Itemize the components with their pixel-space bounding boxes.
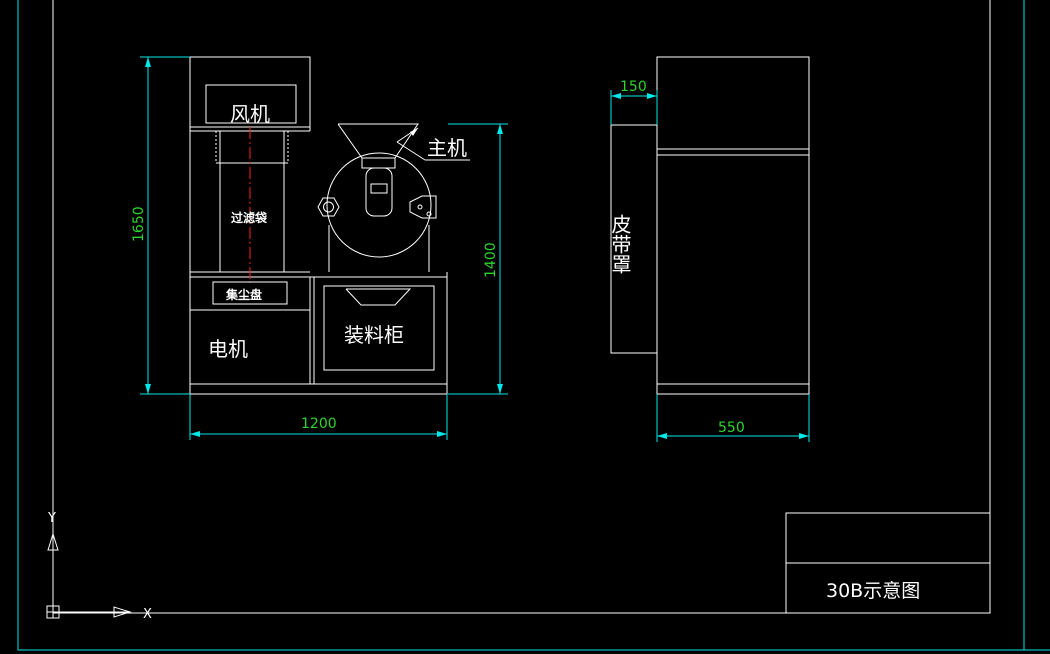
ucs-y-label: Y [47, 511, 56, 526]
ucs-x-label: X [143, 607, 152, 622]
dim-height-total: 1650 [131, 206, 147, 242]
fan-box [205, 84, 297, 124]
front-view [189, 56, 470, 395]
ucs-icon [46, 530, 132, 619]
main-machine-label: 主机 [427, 136, 467, 160]
title-block [785, 512, 991, 614]
belt-cover-box [610, 124, 658, 354]
side-dimensions [610, 90, 810, 442]
dim-width-side: 550 [718, 420, 745, 436]
fan-label: 风机 [230, 102, 270, 126]
side-view [610, 56, 810, 395]
grinder-body [326, 152, 432, 258]
drawing-frame [17, 0, 1050, 651]
dim-width-front: 1200 [301, 416, 337, 432]
belt-cover-label: 皮带罩 [608, 214, 632, 274]
loading-cabinet-box [323, 285, 435, 371]
dim-cover-depth: 150 [620, 79, 647, 95]
dim-height-main: 1400 [483, 242, 499, 278]
dust-tray-box [212, 281, 288, 305]
front-dimensions [140, 56, 508, 440]
loading-cabinet-label: 装料柜 [344, 323, 404, 347]
motor-label: 电机 [208, 337, 248, 361]
title-block-text: 30B示意图 [826, 580, 920, 602]
filter-bag-label: 过滤袋 [231, 210, 268, 225]
dust-tray-label: 集尘盘 [225, 287, 262, 302]
